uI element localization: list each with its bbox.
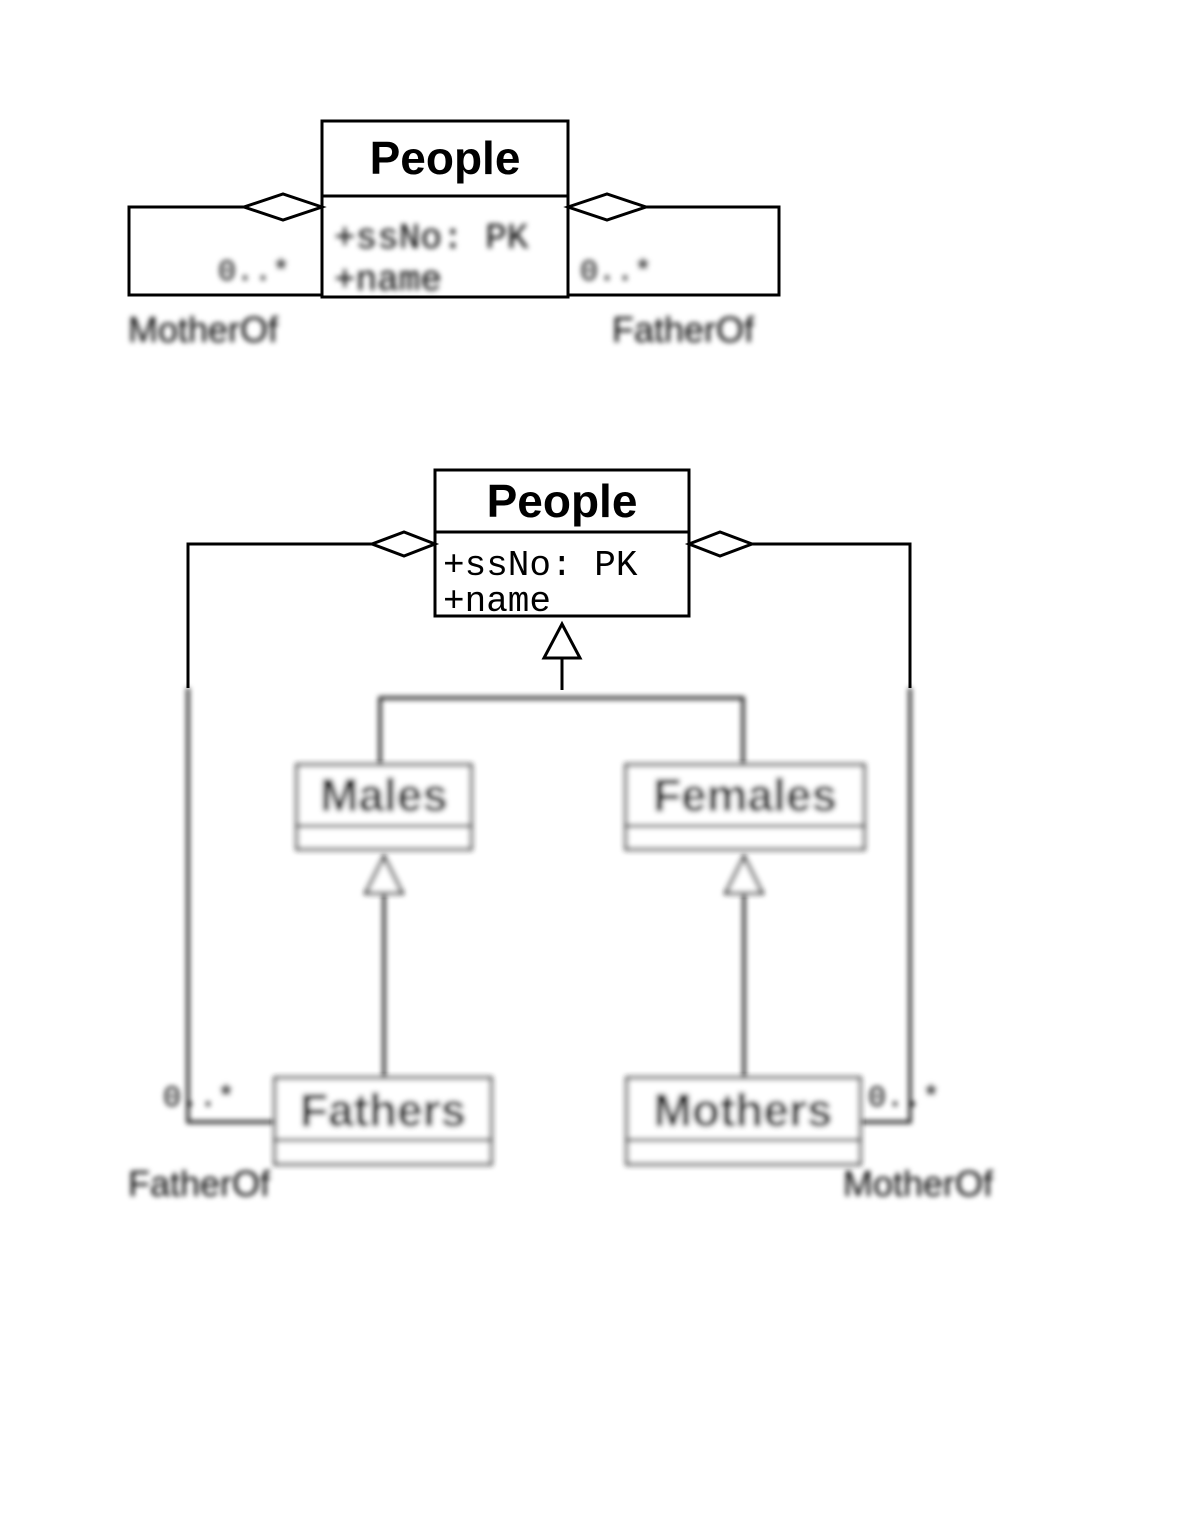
- class-males: Males: [295, 763, 473, 851]
- class-females: Females: [624, 763, 866, 851]
- mothers-box: [625, 1076, 862, 1166]
- diagram-2: People +ssNo: PK +name Males: [128, 468, 994, 1204]
- diagram-2-blurred-region: Males Females Fathers: [128, 688, 994, 1204]
- aggregation-diamond-left: [239, 192, 327, 222]
- diagram-1: People +ssNo: PK +name 0..* 0..* MotherO…: [127, 119, 781, 350]
- males-box: [295, 763, 473, 851]
- mothers-name: Mothers: [654, 1084, 833, 1136]
- people-attr-name: +name: [334, 260, 442, 301]
- class-mothers: Mothers: [625, 1076, 862, 1166]
- generalization-arrow-females: [723, 853, 765, 895]
- role-motherof: MotherOf: [128, 309, 279, 350]
- fatherof-line-top: [186, 542, 372, 688]
- generalization-arrow-males: [363, 853, 405, 895]
- aggregation-diamond-motherof: [684, 530, 757, 558]
- people-class-box: [320, 119, 570, 299]
- aggregation-diamond-right: [563, 192, 651, 222]
- fathers-box: [273, 1076, 493, 1166]
- people-root-attr-ssno: +ssNo: PK: [443, 545, 638, 586]
- motherof-line-bottom: [860, 688, 912, 1124]
- diagram-1-blurred-region: +ssNo: PK +name 0..* 0..* MotherOf Fathe…: [128, 218, 755, 350]
- aggregation-diamond-fatherof: [367, 530, 440, 558]
- diagram-2-class-people: People +ssNo: PK +name: [433, 468, 691, 622]
- people-root-name: People: [487, 475, 638, 527]
- males-name: Males: [320, 769, 448, 821]
- right-multiplicity: 0..*: [580, 256, 652, 290]
- diagram-1-left-association: [127, 192, 327, 297]
- people-class-name: People: [370, 132, 521, 184]
- motherof-line-top: [752, 542, 912, 688]
- fatherof-line-bottom: [186, 688, 275, 1124]
- females-name: Females: [653, 769, 837, 821]
- fathers-multiplicity: 0..*: [163, 1082, 235, 1116]
- role-fatherof-bottom: FatherOf: [128, 1163, 271, 1204]
- people-attr-ssno: +ssNo: PK: [334, 218, 529, 259]
- diagram-1-right-association: [563, 192, 781, 297]
- people-root-attr-name: +name: [443, 581, 551, 622]
- diagram-1-class-people: People: [320, 119, 570, 299]
- role-motherof-bottom: MotherOf: [843, 1163, 994, 1204]
- class-fathers: Fathers: [273, 1076, 493, 1166]
- people-root-box: [433, 468, 691, 618]
- left-association-line: [127, 205, 322, 297]
- generalization-branch: [378, 696, 745, 765]
- right-association-line: [568, 205, 781, 297]
- females-box: [624, 763, 866, 851]
- generalization-arrow-people: [541, 620, 583, 660]
- role-fatherof: FatherOf: [612, 309, 755, 350]
- left-multiplicity: 0..*: [218, 256, 290, 290]
- mothers-multiplicity: 0..*: [868, 1082, 940, 1116]
- fathers-name: Fathers: [300, 1084, 466, 1136]
